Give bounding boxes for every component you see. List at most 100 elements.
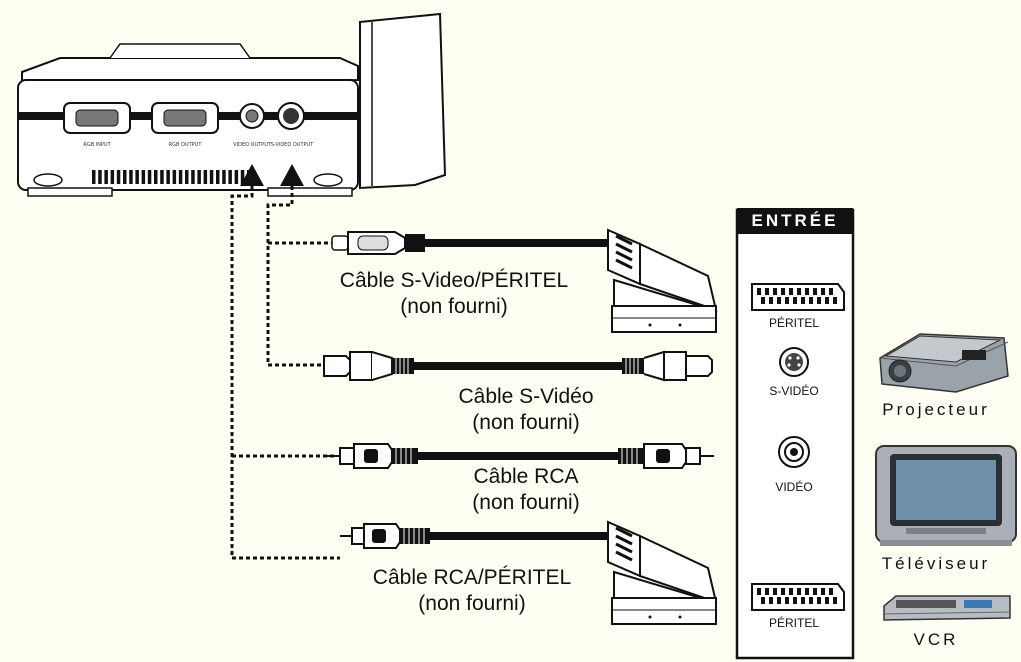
input-panel-title: ENTRÉE — [737, 208, 853, 234]
scart-pin — [801, 597, 805, 604]
scart-pin — [817, 297, 821, 304]
video-arrow-icon — [240, 164, 264, 186]
cable-svideo — [323, 350, 713, 382]
vent-slot — [216, 170, 220, 184]
vent-slot — [98, 170, 102, 184]
scart-pin — [817, 597, 821, 604]
scart-pin — [797, 588, 801, 595]
scart-pin — [777, 297, 781, 304]
vent-slot — [185, 170, 189, 184]
scart-pin — [785, 297, 789, 304]
scart-pin — [809, 597, 813, 604]
scart-pin — [833, 597, 837, 604]
vent-slot — [197, 170, 201, 184]
scart-pin — [757, 588, 761, 595]
cable-note: (non fourni) — [400, 295, 508, 318]
scart-pin — [773, 588, 777, 595]
cable-note: (non fourni) — [418, 592, 526, 615]
scart-pin — [781, 588, 785, 595]
cable-note: (non fourni) — [472, 411, 580, 434]
s-video-output-label: S-VIDEO OUTPUT — [271, 142, 314, 148]
scart-pin — [821, 288, 825, 295]
scart-pin — [793, 597, 797, 604]
vent-slot — [135, 170, 139, 184]
scart-label-bottom: PÉRITEL — [768, 616, 819, 630]
input-panel — [735, 208, 855, 660]
vent-slot — [172, 170, 177, 184]
vent-slot — [203, 170, 208, 184]
s-video-label: S-VIDÉO — [769, 384, 819, 398]
scart-pin — [829, 588, 833, 595]
vent-slot — [191, 170, 195, 184]
dashed-connections — [230, 186, 340, 560]
scart-pin — [773, 288, 777, 295]
cable-name: Câble RCA — [473, 465, 579, 488]
scart-pin — [793, 297, 797, 304]
cable-name: Câble RCA/PÉRITEL — [372, 566, 572, 589]
vent-slot — [123, 170, 127, 184]
television-icon — [875, 445, 1017, 546]
cable-note: (non fourni) — [472, 491, 580, 514]
scart-pin — [797, 288, 801, 295]
scart-pin — [805, 288, 809, 295]
scart-port-bottom — [751, 583, 845, 611]
video-output-label: VIDEO OUTPUT — [233, 142, 272, 148]
document-camera-base: RGB INPUT RGB OUTPUT VIDEO OUTPUT S-VIDE… — [17, 12, 447, 197]
vent-slot — [209, 170, 214, 184]
vent-slot — [160, 170, 164, 184]
projector-label: Projecteur — [882, 400, 990, 419]
rgb-output-label: RGB OUTPUT — [169, 142, 203, 148]
scart-port-top — [751, 283, 845, 311]
vent-slot — [141, 170, 146, 184]
vent-slot — [116, 170, 121, 184]
scart-pin — [757, 288, 761, 295]
vent-slot — [240, 170, 245, 184]
cable-svideo-scart — [331, 228, 718, 333]
scart-pin — [769, 597, 773, 604]
vent-slot — [222, 170, 226, 184]
projector-icon — [879, 333, 1009, 393]
scart-pin — [785, 597, 789, 604]
cable-caption-rca-scart: Câble RCA/PÉRITEL (non fourni) — [322, 565, 622, 617]
vent-slot — [129, 170, 133, 184]
scart-pin — [813, 588, 817, 595]
scart-pin — [781, 288, 785, 295]
scart-pin — [789, 288, 793, 295]
scart-pin — [833, 297, 837, 304]
scart-pin — [825, 297, 829, 304]
vcr-label: VCR — [913, 630, 959, 649]
scart-pin — [761, 297, 765, 304]
scart-pin — [801, 297, 805, 304]
scart-pin — [777, 597, 781, 604]
cable-rca-scart — [340, 520, 718, 625]
scart-pin — [809, 297, 813, 304]
scart-pin — [829, 288, 833, 295]
vent-slot — [92, 170, 96, 184]
vent-slot — [234, 170, 239, 184]
vent-slot — [154, 170, 158, 184]
vent-slot — [228, 170, 232, 184]
television-label: Téléviseur — [881, 554, 991, 573]
scart-pin — [765, 588, 769, 595]
s-video-arrow-icon — [280, 164, 304, 186]
cable-caption-svideo-scart: Câble S-Video/PÉRITEL (non fourni) — [304, 268, 604, 320]
scart-pin — [769, 297, 773, 304]
cable-caption-rca: Câble RCA (non fourni) — [386, 464, 666, 516]
cable-caption-svideo: Câble S-Vidéo (non fourni) — [386, 384, 666, 436]
scart-label-top: PÉRITEL — [768, 316, 819, 330]
vcr-icon — [883, 595, 1011, 621]
scart-pin — [821, 588, 825, 595]
vent-slot — [166, 170, 170, 184]
vent-slot — [178, 170, 183, 184]
cable-name: Câble S-Video/PÉRITEL — [339, 269, 569, 292]
video-label: VIDÉO — [775, 480, 813, 494]
cable-name: Câble S-Vidéo — [458, 385, 594, 408]
vent-slot — [110, 170, 115, 184]
cable-rca — [326, 443, 714, 469]
scart-pin — [761, 597, 765, 604]
rgb-input-label: RGB INPUT — [83, 142, 111, 148]
scart-pin — [825, 597, 829, 604]
scart-pin — [765, 288, 769, 295]
